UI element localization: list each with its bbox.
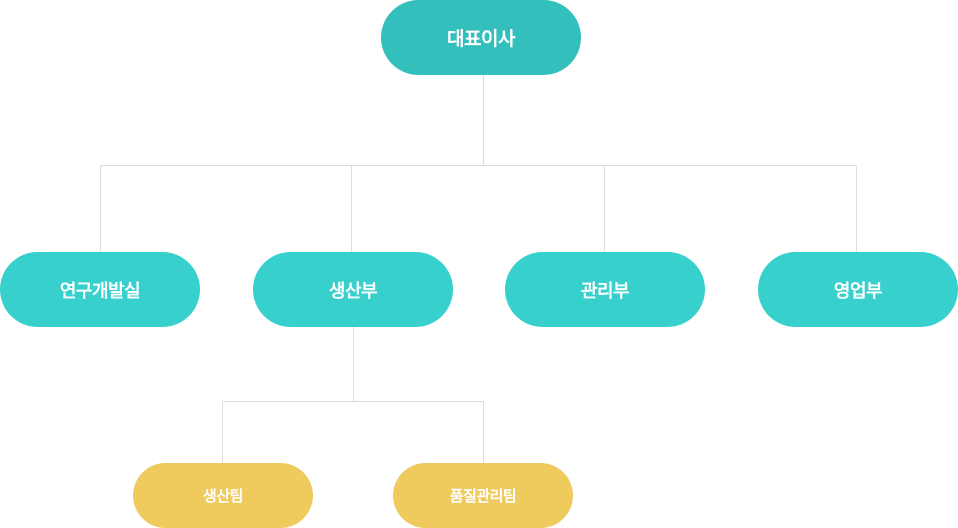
node-production-team: 생산팀: [133, 463, 313, 528]
node-ceo: 대표이사: [381, 0, 581, 75]
node-quality-control-team: 품질관리팀: [393, 463, 573, 528]
node-sales-dept: 영업부: [758, 252, 958, 327]
node-management-dept: 관리부: [505, 252, 705, 327]
node-production-dept: 생산부: [253, 252, 453, 327]
node-rnd-lab: 연구개발실: [0, 252, 200, 327]
